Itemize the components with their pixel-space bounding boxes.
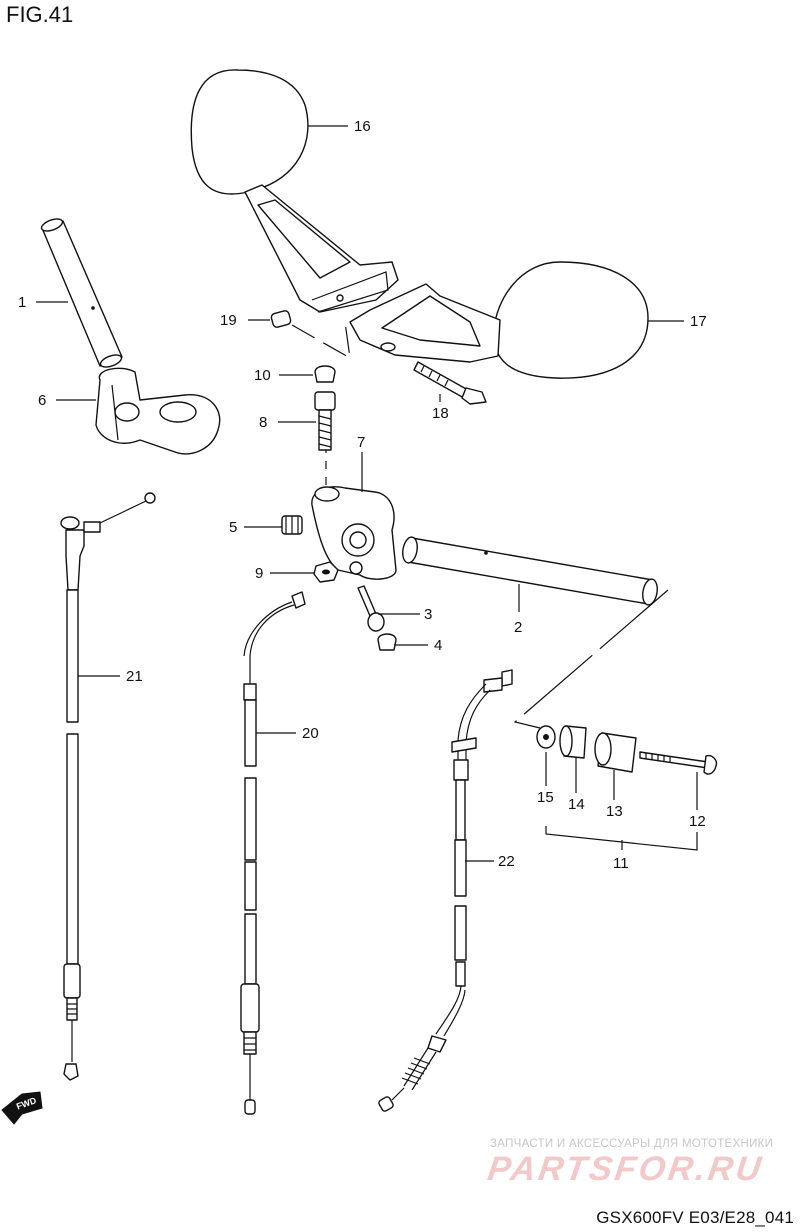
handlebar-right [402,536,658,606]
callout-4: 4 [434,637,442,654]
figure-code: GSX600FV E03/E28_041 [596,1208,794,1227]
callout-22: 22 [498,853,515,870]
callout-20: 20 [302,725,319,742]
callout-14: 14 [568,796,585,813]
mirror-bolt [413,361,487,405]
cable-20 [240,591,306,1115]
cable-22 [378,669,513,1112]
callout-10: 10 [254,367,271,384]
callout-16: 16 [354,118,371,135]
callout-11: 11 [613,855,629,872]
callout-9: 9 [255,565,263,582]
figure-title: FIG.41 [6,2,74,27]
mirror-left [190,69,399,313]
handlebar-left [40,218,123,368]
callout-labels: 16 17 1 6 19 10 8 18 7 5 9 3 4 2 21 20 2… [18,118,707,872]
mirror-right [349,261,649,379]
callout-19: 19 [220,312,237,329]
callout-15: 15 [537,789,554,806]
callout-12: 12 [689,813,706,830]
bolt-3 [357,585,385,632]
callout-8: 8 [259,414,267,431]
assembly-lines [291,321,669,729]
callout-18: 18 [432,405,449,422]
callout-1: 1 [18,294,26,311]
fwd-arrow-icon: FWD [1,1091,43,1125]
nut-cover-4 [377,633,397,651]
cap-nut-5 [281,515,303,535]
callout-6: 6 [38,392,46,409]
nut-9 [313,561,339,583]
socket-bolt-8 [314,391,336,451]
bushing-19 [270,310,292,328]
clamp-holder-left [95,367,221,455]
cap-10 [314,365,336,383]
balancer-assembly [536,725,718,775]
watermark-logo: PARTSFOR.RU [485,1150,767,1188]
callout-3: 3 [424,606,432,623]
callout-17: 17 [690,313,707,330]
clamp-holder-right [311,486,397,580]
leader-lines [36,125,698,862]
callout-21: 21 [126,668,143,685]
callout-7: 7 [357,434,365,451]
watermark-tagline: ЗАПЧАСТИ И АКСЕССУАРЫ ДЛЯ МОТОТЕХНИКИ [490,1138,774,1150]
cable-21 [60,492,156,1081]
callout-13: 13 [606,803,623,820]
callout-5: 5 [229,519,237,536]
callout-2: 2 [514,619,522,636]
